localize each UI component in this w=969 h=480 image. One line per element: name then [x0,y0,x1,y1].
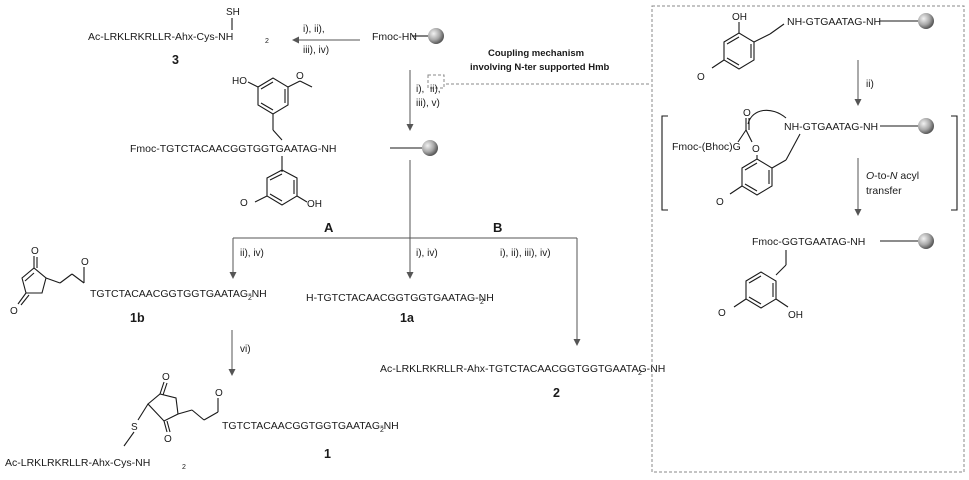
sequence-2: Ac-LRKLRKRLLR-Ahx-TGTCTACAACGGTGGTGAATAG… [380,363,665,375]
mech-step-2-line-1: O-to-N acyl [866,170,919,182]
sequence-1: TGTCTACAACGGTGGTGAATAG-NH [222,420,399,432]
nh2-2: 2 [638,370,642,377]
peptide-1: Ac-LRKLRKRLLR-Ahx-Cys-NH [5,457,150,469]
sequence-1b: TGTCTACAACGGTGGTGAATAG-NH [90,288,267,300]
callout-line-1: Coupling mechanism [488,48,584,59]
compound-number-3: 3 [172,53,179,67]
mech-ring-1-o: O [697,72,705,83]
mech-step-1-reagent: ii) [866,79,874,90]
ester-bond-a [737,129,747,143]
mechanism-panel [651,5,965,473]
hmb-ring-top [247,77,313,141]
route-header-b: B [493,220,502,235]
sh-atom: SH [226,7,240,18]
mech-ring-3 [733,250,789,309]
compound-number-1b: 1b [130,311,145,325]
mech-ring-3-oh: OH [788,310,803,321]
mech-resin-bead-2 [918,118,934,134]
callout-line-2: involving N-ter supported Hmb [470,62,610,73]
resin-bead-top [428,28,444,44]
mech-ring-2 [729,133,801,196]
ii-highlight-box [427,74,445,89]
mech-ring-1-oh: OH [732,12,747,23]
mech-resin-bead-3 [918,233,934,249]
reagents-route-b: i), ii), iii), iv) [500,248,551,259]
mech-top-sequence: NH-GTGAATAG-NH [787,16,881,28]
mech-fmoc-bhoc-g: Fmoc-(Bhoc)G [672,141,741,153]
mech-step-2-line-2: transfer [866,185,902,197]
reagent-to-1: vi) [240,344,251,355]
fmoc-hmb-sequence: Fmoc-TGTCTACAACGGTGGTGAATAG-NH [130,143,337,155]
maleimide-o-bottom: O [10,306,18,317]
maleimide-o-top: O [31,246,39,257]
reagents-to-3-top: i), ii), [303,24,325,35]
mech-resin-bead-1 [918,13,934,29]
succinimide-ring [123,381,219,447]
reagents-route-mid: i), iv) [416,248,438,259]
reagents-to-3-bottom: iii), iv) [303,45,329,56]
nh2-1: 2 [380,427,384,434]
mech-intermediate-sequence: NH-GTGAATAG-NH [784,121,878,133]
curved-arrow [747,109,787,125]
bracket-right [951,115,958,211]
thioether-s: S [131,422,138,433]
mech-ring-1 [711,22,785,70]
reagent-main-i: i), [416,84,424,95]
reagent-main-iii: iii), v) [416,98,440,109]
compound-number-1a: 1a [400,311,415,325]
carbonyl-o-1b: O [81,257,89,268]
succinimide-o-bottom: O [164,434,172,445]
reagent-main-ii: ii), [430,84,441,95]
compound-number-2: 2 [553,386,560,400]
mech-ring-2-o: O [716,197,724,208]
sequence-1a: H-TGTCTACAACGGTGGTGAATAG-NH [306,292,494,304]
resin-bead-main [422,140,438,156]
mech-product-sequence: Fmoc-GGTGAATAG-NH [752,236,865,248]
bracket-left [661,115,668,211]
hmb-top-ho: HO [232,76,247,87]
mech-ring-3-o: O [718,308,726,319]
ester-o: O [743,108,751,119]
nh2-subscript: 2 [265,38,269,45]
nh2-1a: 2 [480,299,484,306]
maleimide-ring [17,256,85,306]
fmoc-hn-label: Fmoc-HN [372,31,417,43]
reagents-route-a: ii), iv) [240,248,264,259]
hmb-bottom-o: O [240,198,248,209]
hmb-ring-bottom [254,156,308,206]
ester-oxygen: O [752,144,760,155]
nh2-1-peptide: 2 [182,464,186,471]
hmb-bottom-oh: OH [307,199,322,210]
carbonyl-o-1: O [215,388,223,399]
nh2-1b: 2 [248,295,252,302]
compound-3-label: Ac-LRKLRKRLLR-Ahx-Cys-NH [88,31,233,43]
compound-number-1: 1 [324,447,331,461]
succinimide-o-top: O [162,372,170,383]
ester-bond-b [745,129,753,143]
hmb-top-o: O [296,71,304,82]
route-header-a: A [324,220,334,235]
